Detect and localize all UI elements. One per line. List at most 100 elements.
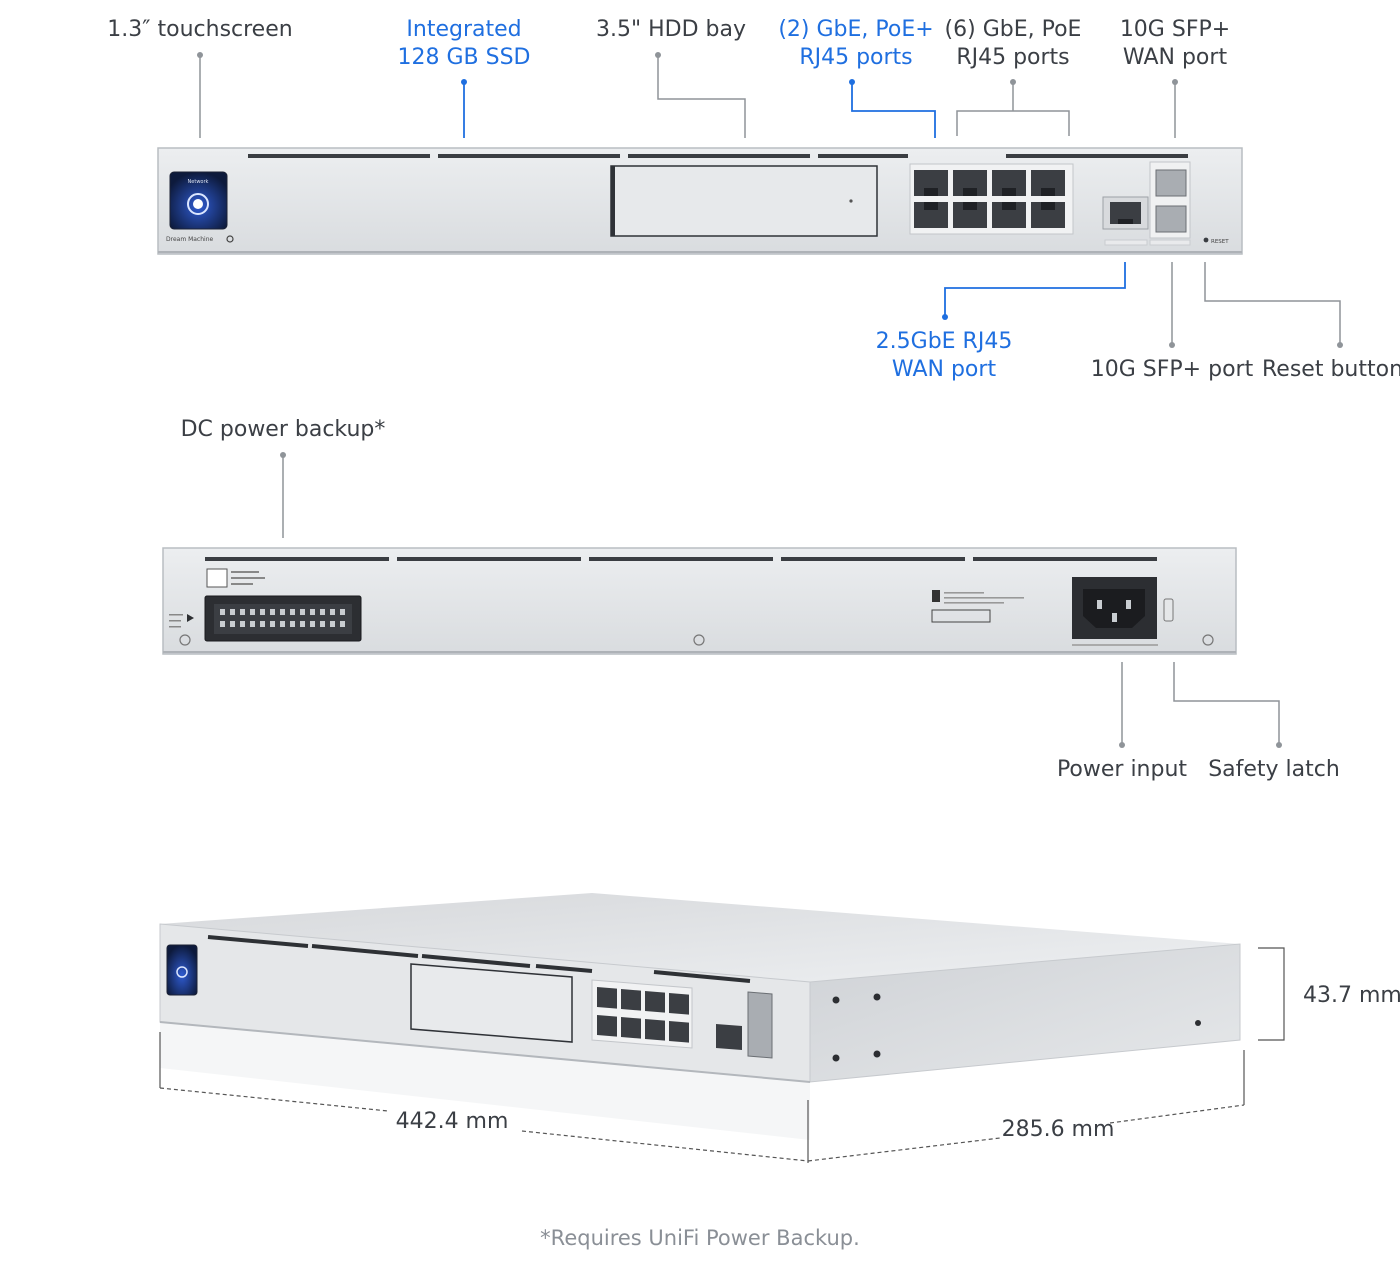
- label-sfp-wan-line2: WAN port: [1122, 45, 1228, 70]
- rj45-jack: [669, 1021, 689, 1043]
- front-leader-lines: [199, 56, 1341, 344]
- dimension-depth: 285.6 mm: [1001, 1117, 1115, 1142]
- hdd-bay: [610, 165, 878, 237]
- dc-connector-pin: [220, 621, 225, 627]
- dc-connector-pin: [250, 609, 255, 615]
- side-screws: [832, 993, 1201, 1062]
- dc-connector-pin: [230, 609, 235, 615]
- label-dc-power-backup: DC power backup*: [180, 417, 386, 442]
- rj45-jack: [597, 987, 617, 1009]
- dc-connector-pin: [300, 609, 305, 615]
- back-view-device: [162, 547, 1237, 655]
- label-reset-button: Reset button: [1262, 357, 1400, 382]
- dc-connector-pin: [300, 621, 305, 627]
- vent-slot: [205, 557, 389, 561]
- touchscreen-display: [166, 944, 198, 996]
- dc-connector-pin: [280, 621, 285, 627]
- dc-connector-pin: [330, 621, 335, 627]
- reset-tag: RESET: [1211, 239, 1229, 245]
- dc-connector-pin: [310, 621, 315, 627]
- label-power-input: Power input: [1056, 757, 1188, 782]
- label-poe-line1: (6) GbE, PoE: [944, 17, 1082, 42]
- label-poe-plus-line2: RJ45 ports: [799, 45, 913, 70]
- screw-icon: [1202, 634, 1214, 646]
- screen-label: Network: [188, 179, 209, 185]
- vent-slot: [589, 557, 773, 561]
- dc-connector-pin: [340, 609, 345, 615]
- dc-connector-pin: [250, 621, 255, 627]
- dc-connector-pin: [240, 609, 245, 615]
- sfp-ports: [1149, 161, 1191, 246]
- vent-slot: [628, 154, 810, 158]
- hdd-bay: [410, 963, 573, 1043]
- regulatory-marks: [931, 590, 1024, 623]
- dimension-ticks: [159, 947, 1285, 1163]
- rj45-jack-latch: [924, 202, 938, 210]
- rj45-wan-port: [716, 1024, 742, 1050]
- label-sfp-port: 10G SFP+ port: [1090, 357, 1254, 382]
- vent-slot: [438, 154, 620, 158]
- rj45-jack-latch: [1041, 202, 1055, 210]
- dc-connector-pin: [330, 609, 335, 615]
- front-leader-dots: [197, 52, 1343, 348]
- label-hdd-bay: 3.5" HDD bay: [596, 17, 746, 42]
- dc-connector-pin: [270, 621, 275, 627]
- switch-indicator-icon: [187, 614, 194, 622]
- back-leader-dots: [280, 452, 1282, 748]
- front-leader-lines-blue: [463, 82, 1126, 316]
- dc-connector-pin: [320, 609, 325, 615]
- vent-slot: [818, 154, 908, 158]
- dc-connector-pin: [340, 621, 345, 627]
- rj45-jack: [597, 1015, 617, 1037]
- touchscreen-display: Network: [169, 171, 228, 230]
- front-leader-dots-blue: [461, 79, 948, 320]
- rj45-jack: [621, 989, 641, 1011]
- screw-icon: [693, 634, 705, 646]
- sfp-ports: [747, 991, 773, 1059]
- front-view-device: Network Dream Machine RESET: [157, 147, 1243, 255]
- dimension-width: 442.4 mm: [395, 1109, 509, 1134]
- dc-connector-pin: [230, 621, 235, 627]
- label-poe-line2: RJ45 ports: [956, 45, 1070, 70]
- dc-connector-pin: [320, 621, 325, 627]
- vent-slot: [781, 557, 965, 561]
- dc-connector-pin: [240, 621, 245, 627]
- label-poe-plus-line1: (2) GbE, PoE+: [778, 17, 934, 42]
- dc-connector-pin: [260, 609, 265, 615]
- dc-connector-pin: [270, 609, 275, 615]
- label-rj45-wan-line2: WAN port: [891, 357, 997, 382]
- rj45-jack: [645, 1019, 665, 1041]
- vent-slot: [973, 557, 1157, 561]
- dc-connector-pin: [220, 609, 225, 615]
- dimension-height: 43.7 mm: [1303, 983, 1400, 1008]
- reset-button: [1203, 237, 1209, 243]
- rj45-jack: [621, 1017, 641, 1039]
- label-touchscreen: 1.3″ touchscreen: [107, 17, 293, 42]
- dc-connector-pin: [280, 609, 285, 615]
- power-inlet: [1072, 577, 1157, 639]
- rj45-jack: [669, 993, 689, 1015]
- footnote: *Requires UniFi Power Backup.: [540, 1226, 860, 1250]
- label-sfp-wan-line1: 10G SFP+: [1119, 17, 1231, 42]
- back-leader-lines: [282, 456, 1280, 744]
- label-ssd-line1: Integrated: [406, 17, 522, 42]
- rj45-wan-port: [1102, 196, 1149, 246]
- dc-connector-pin: [260, 621, 265, 627]
- rj45-port-block: [909, 163, 1074, 235]
- qr-code: [206, 568, 228, 588]
- vent-slot: [248, 154, 430, 158]
- rj45-jack-latch: [1002, 188, 1016, 196]
- dc-connector-pin: [290, 609, 295, 615]
- dc-connector-pin: [290, 621, 295, 627]
- label-safety-latch: Safety latch: [1208, 757, 1340, 782]
- label-ssd-line2: 128 GB SSD: [397, 45, 531, 70]
- rj45-jack-latch: [1041, 188, 1055, 196]
- model-name-label: Dream Machine: [166, 236, 214, 243]
- logo-icon: [226, 235, 234, 243]
- rj45-jack-latch: [963, 188, 977, 196]
- dimension-lines: [159, 1087, 1245, 1162]
- rj45-jack-latch: [1002, 202, 1016, 210]
- label-rj45-wan-line1: 2.5GbE RJ45: [875, 329, 1013, 354]
- vent-slot: [1006, 154, 1188, 158]
